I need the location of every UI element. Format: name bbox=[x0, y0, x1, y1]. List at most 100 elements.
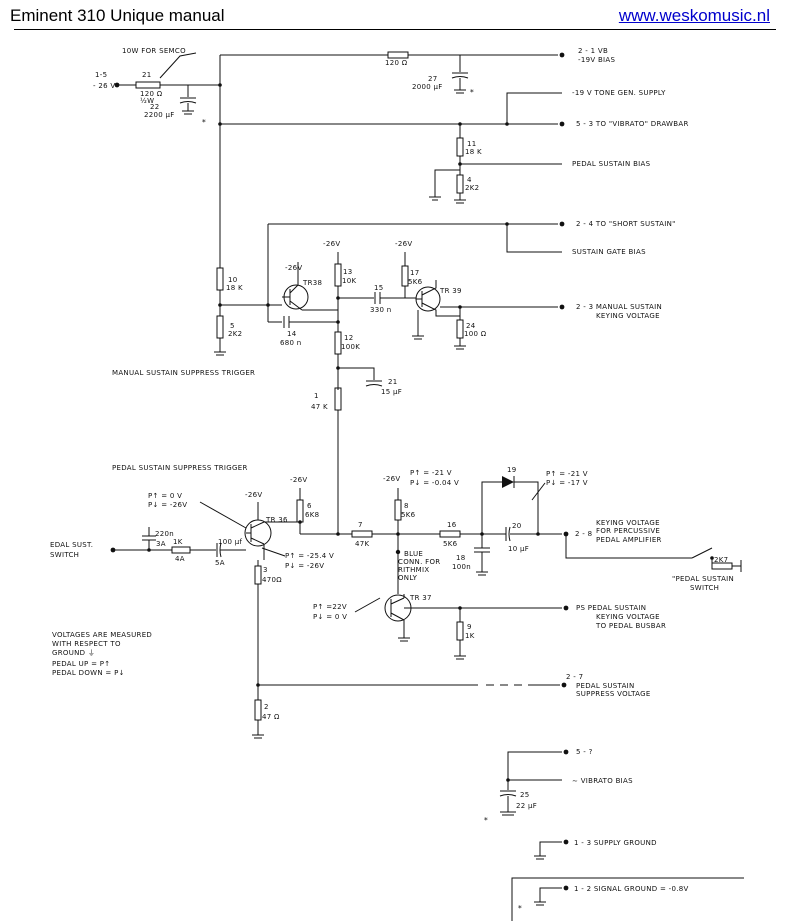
label-out-27c: SUPPRESS VOLTAGE bbox=[576, 690, 651, 698]
label-p-up-c: P↑ = -21 V bbox=[546, 470, 588, 478]
resistor-3 bbox=[254, 565, 262, 585]
label-r8v: 5K6 bbox=[401, 511, 416, 519]
website-link[interactable]: www.weskomusic.nl bbox=[618, 6, 770, 25]
label-r2: 2 bbox=[264, 703, 269, 711]
label-r13v: 10K bbox=[342, 277, 357, 285]
label-out-ps2: KEYING VOLTAGE bbox=[596, 613, 660, 621]
junction-dots bbox=[147, 83, 540, 782]
label-star: * bbox=[518, 904, 522, 913]
resistor-9 bbox=[456, 621, 464, 641]
label-r11v: 18 K bbox=[465, 148, 482, 156]
pedal-sustain-section: PEDAL SUSTAIN SUPPRESS TRIGGER P↑ = 0 V … bbox=[50, 464, 742, 739]
label-r6: 6 bbox=[307, 502, 312, 510]
label-star: * bbox=[202, 118, 206, 127]
label-ps-switch1: "PEDAL SUSTAIN bbox=[672, 575, 734, 583]
label-r17v: 5K6 bbox=[408, 278, 423, 286]
page-title: Eminent 310 Unique manual bbox=[10, 6, 225, 25]
label-c27v: 2000 µF bbox=[412, 83, 443, 91]
label-c25v: 22 µF bbox=[516, 802, 537, 810]
terminal-1-3 bbox=[563, 839, 569, 845]
ground-section: 5 - ? ∼ VIBRATO BIAS 25 22 µF * 1 - 3 SU… bbox=[484, 748, 744, 921]
label-pedal-bias: PEDAL SUSTAIN BIAS bbox=[572, 160, 651, 168]
label-c18: 18 bbox=[456, 554, 466, 562]
label-tone: -19 V TONE GEN. SUPPLY bbox=[572, 89, 666, 97]
label-p-dn-d: P↓ = -26V bbox=[285, 562, 324, 570]
label-tr39: TR 39 bbox=[439, 287, 462, 295]
label-c21: 21 bbox=[388, 378, 398, 386]
terminal-2-1 bbox=[559, 52, 565, 58]
label-c14: 14 bbox=[287, 330, 297, 338]
label-r3v: 470Ω bbox=[262, 576, 282, 584]
label-c22v: 2200 µF bbox=[144, 111, 175, 119]
label-c100: 100 µf bbox=[218, 538, 243, 546]
label-r9v: 1K bbox=[465, 632, 475, 640]
label-r-top: 120 Ω bbox=[385, 59, 408, 67]
label-out-24: 2 - 4 TO "SHORT SUSTAIN" bbox=[576, 220, 676, 228]
label-in-26: - 26 V bbox=[93, 82, 115, 90]
label-r4: 4 bbox=[467, 176, 472, 184]
label-p-dn-a: P↓ = -26V bbox=[148, 501, 187, 509]
label-note4: PEDAL UP = P↑ bbox=[52, 660, 110, 668]
label-out-ps3: TO PEDAL BUSBAR bbox=[595, 622, 666, 630]
label-c22: 22 bbox=[150, 103, 160, 111]
label-r13: 13 bbox=[343, 268, 353, 276]
label-blue3: RITHMIX bbox=[398, 566, 429, 574]
resistor-6 bbox=[296, 499, 304, 523]
label-blue1: BLUE bbox=[404, 550, 423, 558]
label-r10: 10 bbox=[228, 276, 238, 284]
label-p-up-a: P↑ = 0 V bbox=[148, 492, 182, 500]
resistor-10 bbox=[216, 267, 224, 291]
label-r12: 12 bbox=[344, 334, 354, 342]
label-d19: 19 bbox=[507, 466, 517, 474]
label-vib-bias: ∼ VIBRATO BIAS bbox=[572, 777, 633, 785]
label-r21: 21 bbox=[142, 71, 152, 79]
label-note5: PEDAL DOWN = P↓ bbox=[52, 669, 125, 677]
label-p-dn-b: P↓ = -0.04 V bbox=[410, 479, 459, 487]
label-r24v: 100 Ω bbox=[464, 330, 487, 338]
resistor-21 bbox=[135, 81, 161, 89]
label-out-28: 2 - 8 bbox=[575, 530, 592, 538]
supply-section: 1-5 - 26 V 21 120 Ω ½W 10W FOR SEMCO 22 … bbox=[93, 47, 689, 268]
label-v26d: -26V bbox=[245, 491, 262, 499]
label-r4v: 2K2 bbox=[465, 184, 479, 192]
label-keying3: PEDAL AMPLIFIER bbox=[596, 536, 662, 544]
label-r1v: 47 K bbox=[311, 403, 328, 411]
label-note2: WITH RESPECT TO bbox=[52, 640, 121, 648]
label-out-53: 5 - 3 TO "VIBRATO" DRAWBAR bbox=[576, 120, 689, 128]
label-manual-trigger: MANUAL SUSTAIN SUPPRESS TRIGGER bbox=[112, 369, 255, 377]
label-note1: VOLTAGES ARE MEASURED bbox=[52, 631, 152, 639]
resistor-13 bbox=[334, 263, 342, 287]
label-note3: GROUND ⏚ bbox=[52, 649, 95, 657]
label-r9: 9 bbox=[467, 623, 472, 631]
label-c21v: 15 µF bbox=[381, 388, 402, 396]
label-out-21b: -19V BIAS bbox=[578, 56, 616, 64]
label-r5: 5 bbox=[230, 322, 235, 330]
resistor-4a bbox=[171, 546, 191, 554]
label-blue2: CONN. FOR bbox=[398, 558, 440, 566]
resistor-16 bbox=[439, 530, 461, 538]
label-v26a: -26V bbox=[285, 264, 302, 272]
resistor-11 bbox=[456, 137, 464, 157]
terminal-ps bbox=[563, 605, 569, 611]
resistor-24 bbox=[456, 319, 464, 339]
label-pedal-trigger: PEDAL SUSTAIN SUPPRESS TRIGGER bbox=[112, 464, 248, 472]
label-out-23b: KEYING VOLTAGE bbox=[596, 312, 660, 320]
label-c25: 25 bbox=[520, 791, 530, 799]
label-r2k7: 2K7 bbox=[714, 556, 728, 564]
label-v26b: -26V bbox=[323, 240, 340, 248]
resistor-5 bbox=[216, 315, 224, 339]
label-r16v: 5K6 bbox=[443, 540, 458, 548]
label-r10v: 18 K bbox=[226, 284, 243, 292]
label-out-23: 2 - 3 MANUAL SUSTAIN bbox=[576, 303, 662, 311]
label-tr38: TR38 bbox=[302, 279, 322, 287]
label-p-dn-e: P↓ = 0 V bbox=[313, 613, 347, 621]
label-r7v: 47K bbox=[355, 540, 370, 548]
label-c220: 220n bbox=[155, 530, 174, 538]
label-v26e: -26V bbox=[290, 476, 307, 484]
terminal-5 bbox=[563, 749, 569, 755]
label-r4a: 4A bbox=[175, 555, 185, 563]
label-out-12: 1 - 2 SIGNAL GROUND = -0.8V bbox=[574, 885, 689, 893]
terminal-2-4 bbox=[559, 221, 565, 227]
label-c15: 15 bbox=[374, 284, 384, 292]
